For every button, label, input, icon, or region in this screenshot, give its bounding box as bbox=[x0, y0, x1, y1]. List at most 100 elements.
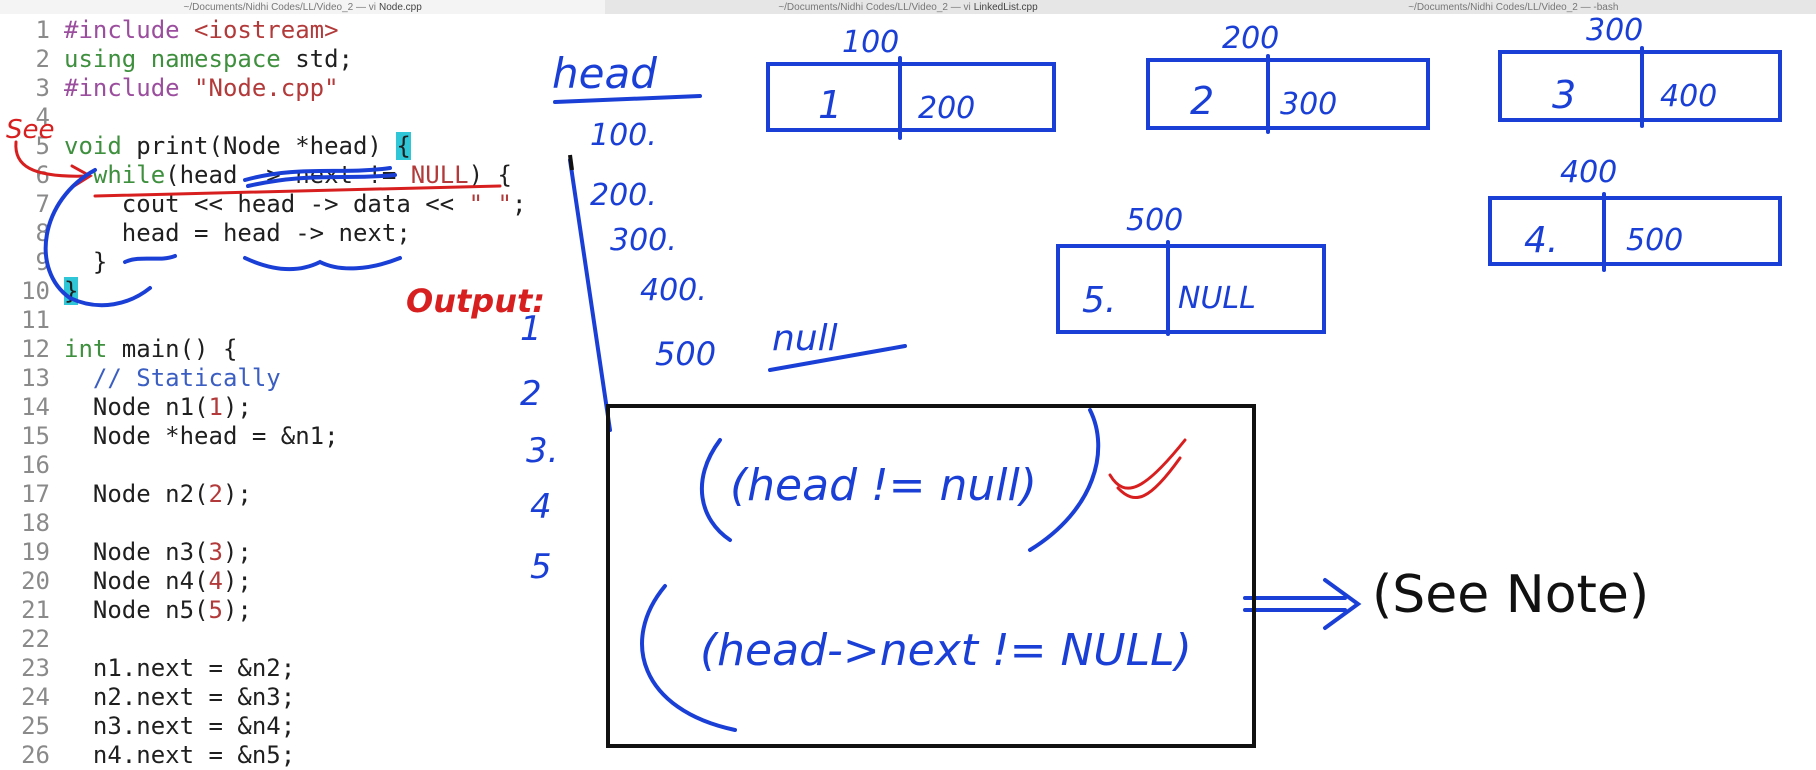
code-token: Node n2( bbox=[64, 480, 209, 508]
line-number: 19 bbox=[21, 538, 50, 566]
line-number: 9 bbox=[35, 248, 50, 276]
matched-brace: { bbox=[396, 132, 411, 160]
code-line: 26 n4.next = &n5; bbox=[0, 741, 526, 770]
code-token: " " bbox=[468, 190, 512, 218]
code-line: 3 #include "Node.cpp" bbox=[0, 74, 526, 103]
code-token: ; bbox=[511, 190, 527, 218]
code-line: 15 Node *head = &n1; bbox=[0, 422, 526, 451]
code-line: 22 bbox=[0, 625, 526, 654]
code-token: cout << head -> data << bbox=[64, 190, 469, 218]
code-line: 9 } bbox=[0, 248, 526, 277]
line-number: 24 bbox=[21, 683, 50, 711]
code-token: ); bbox=[222, 596, 252, 624]
code-line: 19 Node n3(3); bbox=[0, 538, 526, 567]
line-number: 17 bbox=[21, 480, 50, 508]
code-token: Node n3( bbox=[64, 538, 209, 566]
code-token: 5 bbox=[208, 596, 223, 624]
line-number: 20 bbox=[21, 567, 50, 595]
tab-path: ~/Documents/Nidhi Codes/LL/Video_2 — -ba… bbox=[1408, 1, 1619, 13]
code-line: 4 bbox=[0, 103, 526, 132]
line-number: 16 bbox=[21, 451, 50, 479]
code-token: 4 bbox=[208, 567, 223, 595]
code-token: #include bbox=[64, 74, 180, 102]
code-token: NULL bbox=[410, 161, 469, 189]
line-number: 4 bbox=[35, 103, 50, 131]
line-number: 21 bbox=[21, 596, 50, 624]
tab-path: ~/Documents/Nidhi Codes/LL/Video_2 — vi bbox=[778, 1, 971, 13]
code-token: 1 bbox=[208, 393, 223, 421]
line-number: 7 bbox=[35, 190, 50, 218]
line-number: 3 bbox=[35, 74, 50, 102]
code-line: 11 bbox=[0, 306, 526, 335]
code-token: int bbox=[64, 335, 108, 363]
tab-node-cpp[interactable]: ~/Documents/Nidhi Codes/LL/Video_2 — vi … bbox=[0, 0, 606, 14]
code-line: 10} bbox=[0, 277, 526, 306]
code-token: Node n5( bbox=[64, 596, 209, 624]
code-token: } bbox=[64, 248, 108, 276]
code-token: namespace bbox=[150, 45, 281, 73]
code-comment: // Statically bbox=[64, 364, 281, 392]
code-token: Node n1( bbox=[64, 393, 209, 421]
code-token: n1.next = &n2; bbox=[64, 654, 296, 682]
text-cursor: } bbox=[64, 277, 79, 305]
code-token: ); bbox=[222, 567, 252, 595]
code-token: void bbox=[64, 132, 122, 160]
code-line: 6 while(head -> next != NULL) { bbox=[0, 161, 526, 190]
code-line: 5 void print(Node *head) { bbox=[0, 132, 526, 161]
code-token: ); bbox=[222, 393, 252, 421]
code-line: 8 head = head -> next; bbox=[0, 219, 526, 248]
line-number: 6 bbox=[35, 161, 50, 189]
line-number: 13 bbox=[21, 364, 50, 392]
code-token: main() { bbox=[107, 335, 238, 363]
code-token: Node *head = &n1; bbox=[64, 422, 339, 450]
line-number: 14 bbox=[21, 393, 50, 421]
code-line: 21 Node n5(5); bbox=[0, 596, 526, 625]
code-token: head = head -> next; bbox=[64, 219, 411, 247]
code-token: Node n4( bbox=[64, 567, 209, 595]
tab-file: Node.cpp bbox=[378, 1, 422, 13]
line-number: 22 bbox=[21, 625, 50, 653]
code-token: "Node.cpp" bbox=[179, 74, 339, 102]
code-token: n4.next = &n5; bbox=[64, 741, 296, 769]
code-token: n3.next = &n4; bbox=[64, 712, 296, 740]
code-token: print(Node *head) bbox=[121, 132, 397, 160]
code-line: 12 int main() { bbox=[0, 335, 526, 364]
code-token: ); bbox=[222, 538, 252, 566]
code-token: (head -> next != bbox=[165, 161, 411, 189]
code-token: while bbox=[92, 161, 166, 189]
code-line: 23 n1.next = &n2; bbox=[0, 654, 526, 683]
code-line: 13 // Statically bbox=[0, 364, 526, 393]
tab-bash[interactable]: ~/Documents/Nidhi Codes/LL/Video_2 — -ba… bbox=[1211, 0, 1816, 14]
code-line: 20 Node n4(4); bbox=[0, 567, 526, 596]
line-number: 26 bbox=[21, 741, 50, 769]
code-token: <iostream> bbox=[179, 16, 339, 44]
code-line: 18 bbox=[0, 509, 526, 538]
line-number: 5 bbox=[35, 132, 50, 160]
code-token: ) { bbox=[468, 161, 512, 189]
tab-file: LinkedList.cpp bbox=[973, 1, 1038, 13]
code-line: 14 Node n1(1); bbox=[0, 393, 526, 422]
code-token: n2.next = &n3; bbox=[64, 683, 296, 711]
tab-path: ~/Documents/Nidhi Codes/LL/Video_2 — vi bbox=[183, 1, 376, 13]
code-token: ); bbox=[222, 480, 252, 508]
code-line: 25 n3.next = &n4; bbox=[0, 712, 526, 741]
code-line: 7 cout << head -> data << " "; bbox=[0, 190, 527, 219]
code-line: 16 bbox=[0, 451, 526, 480]
code-line: 17 Node n2(2); bbox=[0, 480, 526, 509]
code-line: 24 n2.next = &n3; bbox=[0, 683, 526, 712]
code-token: std; bbox=[280, 45, 353, 73]
code-token: using bbox=[64, 45, 137, 73]
line-number: 12 bbox=[21, 335, 50, 363]
code-token: 2 bbox=[208, 480, 223, 508]
code-token: 3 bbox=[208, 538, 223, 566]
line-number: 2 bbox=[35, 45, 50, 73]
line-number: 15 bbox=[21, 422, 50, 450]
line-number: 23 bbox=[21, 654, 50, 682]
code-line: 1#include <iostream> bbox=[0, 16, 526, 45]
line-number: 25 bbox=[21, 712, 50, 740]
tab-linkedlist-cpp[interactable]: ~/Documents/Nidhi Codes/LL/Video_2 — vi … bbox=[605, 0, 1210, 14]
line-number: 8 bbox=[35, 219, 50, 247]
code-line: 2 using namespace std; bbox=[0, 45, 526, 74]
